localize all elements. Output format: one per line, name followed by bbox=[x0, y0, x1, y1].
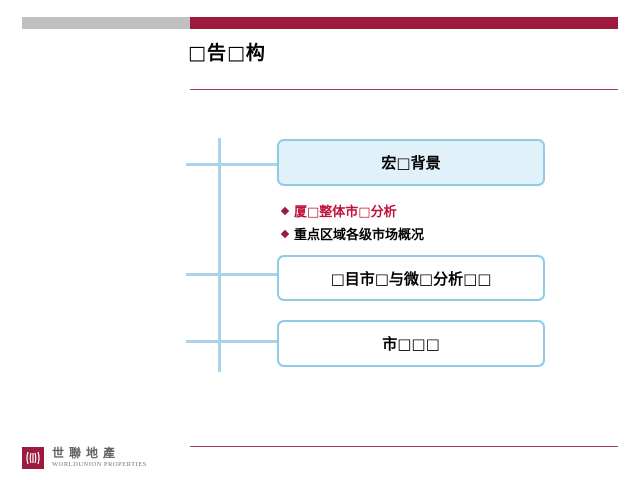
section-box-label: □目市□与微□分析□□ bbox=[330, 269, 492, 288]
section-box-label: 宏□背景 bbox=[381, 154, 441, 172]
logo-english-name: WORLDUNION PROPERTIES bbox=[52, 461, 147, 469]
bullet-text: 重点区域各级市场概况 bbox=[294, 228, 425, 243]
bullet-list: 厦□整体市□分析 重点区域各级市场概况 bbox=[280, 199, 424, 245]
tree-connector-1 bbox=[186, 163, 277, 166]
top-bar-gray bbox=[22, 17, 190, 29]
tree-connector-2 bbox=[186, 273, 277, 276]
diamond-bullet-icon bbox=[280, 206, 290, 215]
section-box-market[interactable]: 市□□□ bbox=[277, 320, 545, 367]
top-bar-accent bbox=[190, 17, 618, 29]
title-divider bbox=[190, 89, 618, 90]
tree-connector-3 bbox=[186, 340, 277, 343]
section-box-macro-background[interactable]: 宏□背景 bbox=[277, 139, 545, 186]
logo-emblem-icon bbox=[22, 447, 44, 469]
bullet-item: 厦□整体市□分析 bbox=[280, 199, 424, 222]
logo-chinese-name: 世聯地產 bbox=[52, 446, 121, 461]
tree-connector-vertical bbox=[218, 138, 221, 372]
company-logo: 世聯地產 WORLDUNION PROPERTIES bbox=[22, 447, 147, 469]
footer-divider bbox=[190, 446, 618, 447]
bullet-item: 重点区域各级市场概况 bbox=[280, 222, 424, 245]
section-box-label: 市□□□ bbox=[382, 335, 440, 353]
slide-title: □告□构 bbox=[188, 42, 266, 64]
bullet-text: 厦□整体市□分析 bbox=[294, 205, 397, 220]
section-box-project-market[interactable]: □目市□与微□分析□□ bbox=[277, 255, 545, 301]
diamond-bullet-icon bbox=[280, 229, 290, 238]
